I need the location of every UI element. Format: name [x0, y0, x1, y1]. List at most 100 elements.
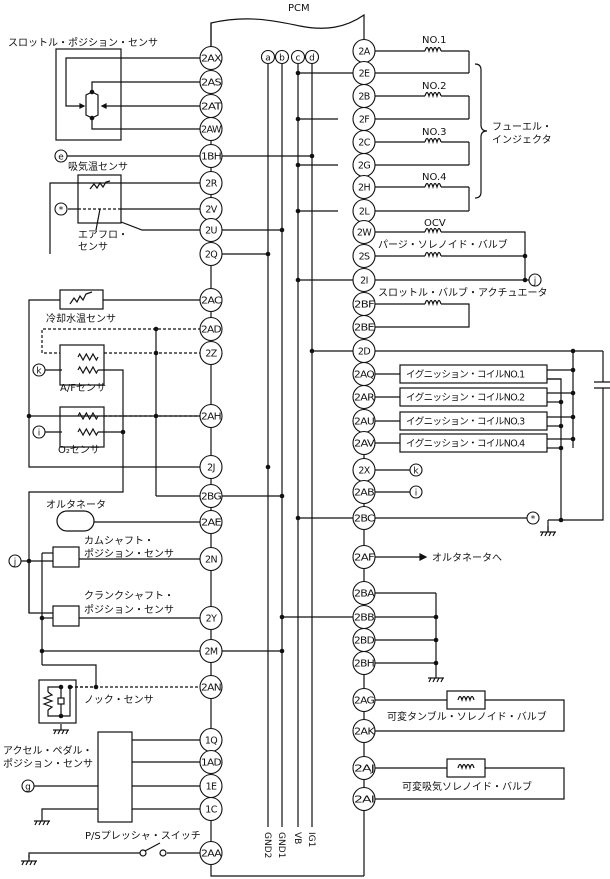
resistor-icon: [77, 365, 99, 375]
connector-label: e: [58, 153, 64, 163]
wire: [49, 182, 211, 254]
terminal-label: 2H: [358, 183, 370, 194]
wire: [552, 531, 556, 537]
terminal-label: 2W: [357, 228, 372, 239]
connector-j-marker: j: [8, 554, 22, 568]
terminal-label: 1AD: [201, 758, 221, 769]
terminal-label: 2A: [358, 47, 370, 58]
terminal-label: 2L: [359, 207, 370, 218]
terminal-label: 1E: [206, 782, 217, 793]
terminal-circle: [199, 143, 223, 169]
wire: [364, 303, 470, 328]
ignition-coil-box: [399, 433, 548, 453]
terminal-2ae: 2AE: [199, 509, 223, 535]
connector-star-marker: *: [54, 202, 68, 216]
wire: [544, 531, 548, 537]
terminal-circle: [352, 243, 376, 269]
terminal-circle: [352, 430, 376, 456]
knock-label: ノック・センサ: [84, 694, 154, 706]
connector-circle: [21, 779, 35, 793]
airflow-label-1: エアフロ・: [78, 230, 128, 241]
junction-dot: [295, 208, 301, 214]
af-label: A/Fセンサ: [60, 382, 106, 394]
terminal-circle: [352, 174, 376, 200]
thermistor-icon: [89, 180, 111, 190]
terminal-2ac: 2AC: [199, 287, 223, 313]
connector-circle: [8, 554, 22, 568]
terminal-2bd: 2BD: [352, 627, 376, 653]
terminal-label: 2AE: [201, 518, 222, 529]
terminal-2ax: 2AX: [199, 45, 223, 71]
connector-circle: [54, 202, 68, 216]
terminal-label: 2AX: [201, 54, 222, 65]
resistor-icon: [77, 411, 99, 421]
terminal-1q: 1Q: [199, 727, 223, 753]
terminal-label: 2R: [205, 179, 217, 190]
terminal-2bg: 2BG: [199, 483, 223, 509]
terminal-circle: [199, 605, 223, 631]
terminal-2g: 2G: [352, 152, 376, 178]
terminal-2ba: 2BA: [352, 580, 376, 606]
terminal-circle: [199, 454, 223, 480]
connector-label: j: [533, 277, 537, 287]
connector-star-marker: *: [526, 511, 540, 525]
terminal-label: 2C: [358, 138, 370, 149]
wire: [428, 677, 432, 683]
terminal-label: 2Q: [205, 250, 217, 261]
ckp-sensor-box: [52, 605, 80, 627]
wire: [144, 842, 161, 852]
terminal-label: 2AW: [201, 125, 222, 136]
fuel-injector-label-1: フューエル・: [492, 122, 552, 133]
terminal-circle: [352, 267, 376, 293]
terminal-2ah: 2AH: [199, 403, 223, 429]
coil-icon: [457, 695, 475, 703]
terminal-2u: 2U: [199, 217, 223, 243]
ignition-coil-4: イグニッション・コイルNO.4: [399, 433, 548, 453]
terminal-label: 2AN: [201, 683, 222, 694]
bus-marker-circle: [304, 49, 320, 65]
terminal-2aa: 2AA: [199, 840, 223, 866]
terminal-circle: [199, 116, 223, 142]
coil-icon: [457, 763, 475, 771]
wire: [41, 808, 98, 815]
terminal-label: 2BG: [201, 492, 221, 503]
cmp-label-1: カムシャフト・: [84, 535, 154, 547]
terminal-circle: [199, 546, 223, 572]
terminal-label: 2AG: [354, 696, 374, 707]
terminal-label: 1Q: [205, 736, 217, 747]
terminal-label: 2AD: [201, 325, 221, 336]
af-sensor-box: [59, 344, 105, 386]
wire: [95, 208, 101, 231]
ignition-coil-label: イグニッション・コイルNO.2: [406, 392, 525, 404]
terminals: 2AX2AS2AT2AW1BH2R2V2U2Q2AC2AD2Z2AH2J2BG2…: [199, 38, 376, 866]
terminal-2y: 2Y: [199, 605, 223, 631]
alternator-label: オルタネータ: [46, 499, 106, 511]
terminal-2an: 2AN: [199, 674, 223, 700]
connector-label: j: [13, 558, 17, 568]
terminal-label: 2X: [358, 466, 370, 477]
terminal-2h: 2H: [352, 174, 376, 200]
connector-i-marker: i: [32, 425, 46, 439]
terminal-2aw: 2AW: [199, 116, 223, 142]
wire: [91, 91, 99, 119]
terminal-label: 2E: [359, 69, 370, 80]
ignition-coil-label: イグニッション・コイルNO.4: [406, 438, 525, 450]
cmp-sensor-box: [52, 546, 80, 568]
wire: [210, 865, 364, 877]
junction-dot: [279, 648, 285, 654]
fuel-injector-label-2: インジェクタ: [492, 134, 552, 146]
junction-dot: [522, 253, 528, 259]
wire: [432, 677, 436, 683]
wire: [548, 388, 604, 521]
terminal-2bc: 2BC: [352, 505, 376, 531]
wire: [47, 686, 61, 692]
tumble-solenoid-label: 可変タンブル・ソレノイド・バルブ: [387, 710, 547, 723]
connector-k-marker: k: [409, 463, 423, 477]
ps-switch-label: P/Sプレッシャ・スイッチ: [85, 830, 201, 842]
terminal-circle: [352, 580, 376, 606]
terminal-2ar: 2AR: [352, 384, 376, 410]
coil-icon: [424, 182, 442, 190]
wire: [34, 820, 38, 826]
terminal-label: 2AT: [201, 102, 222, 113]
